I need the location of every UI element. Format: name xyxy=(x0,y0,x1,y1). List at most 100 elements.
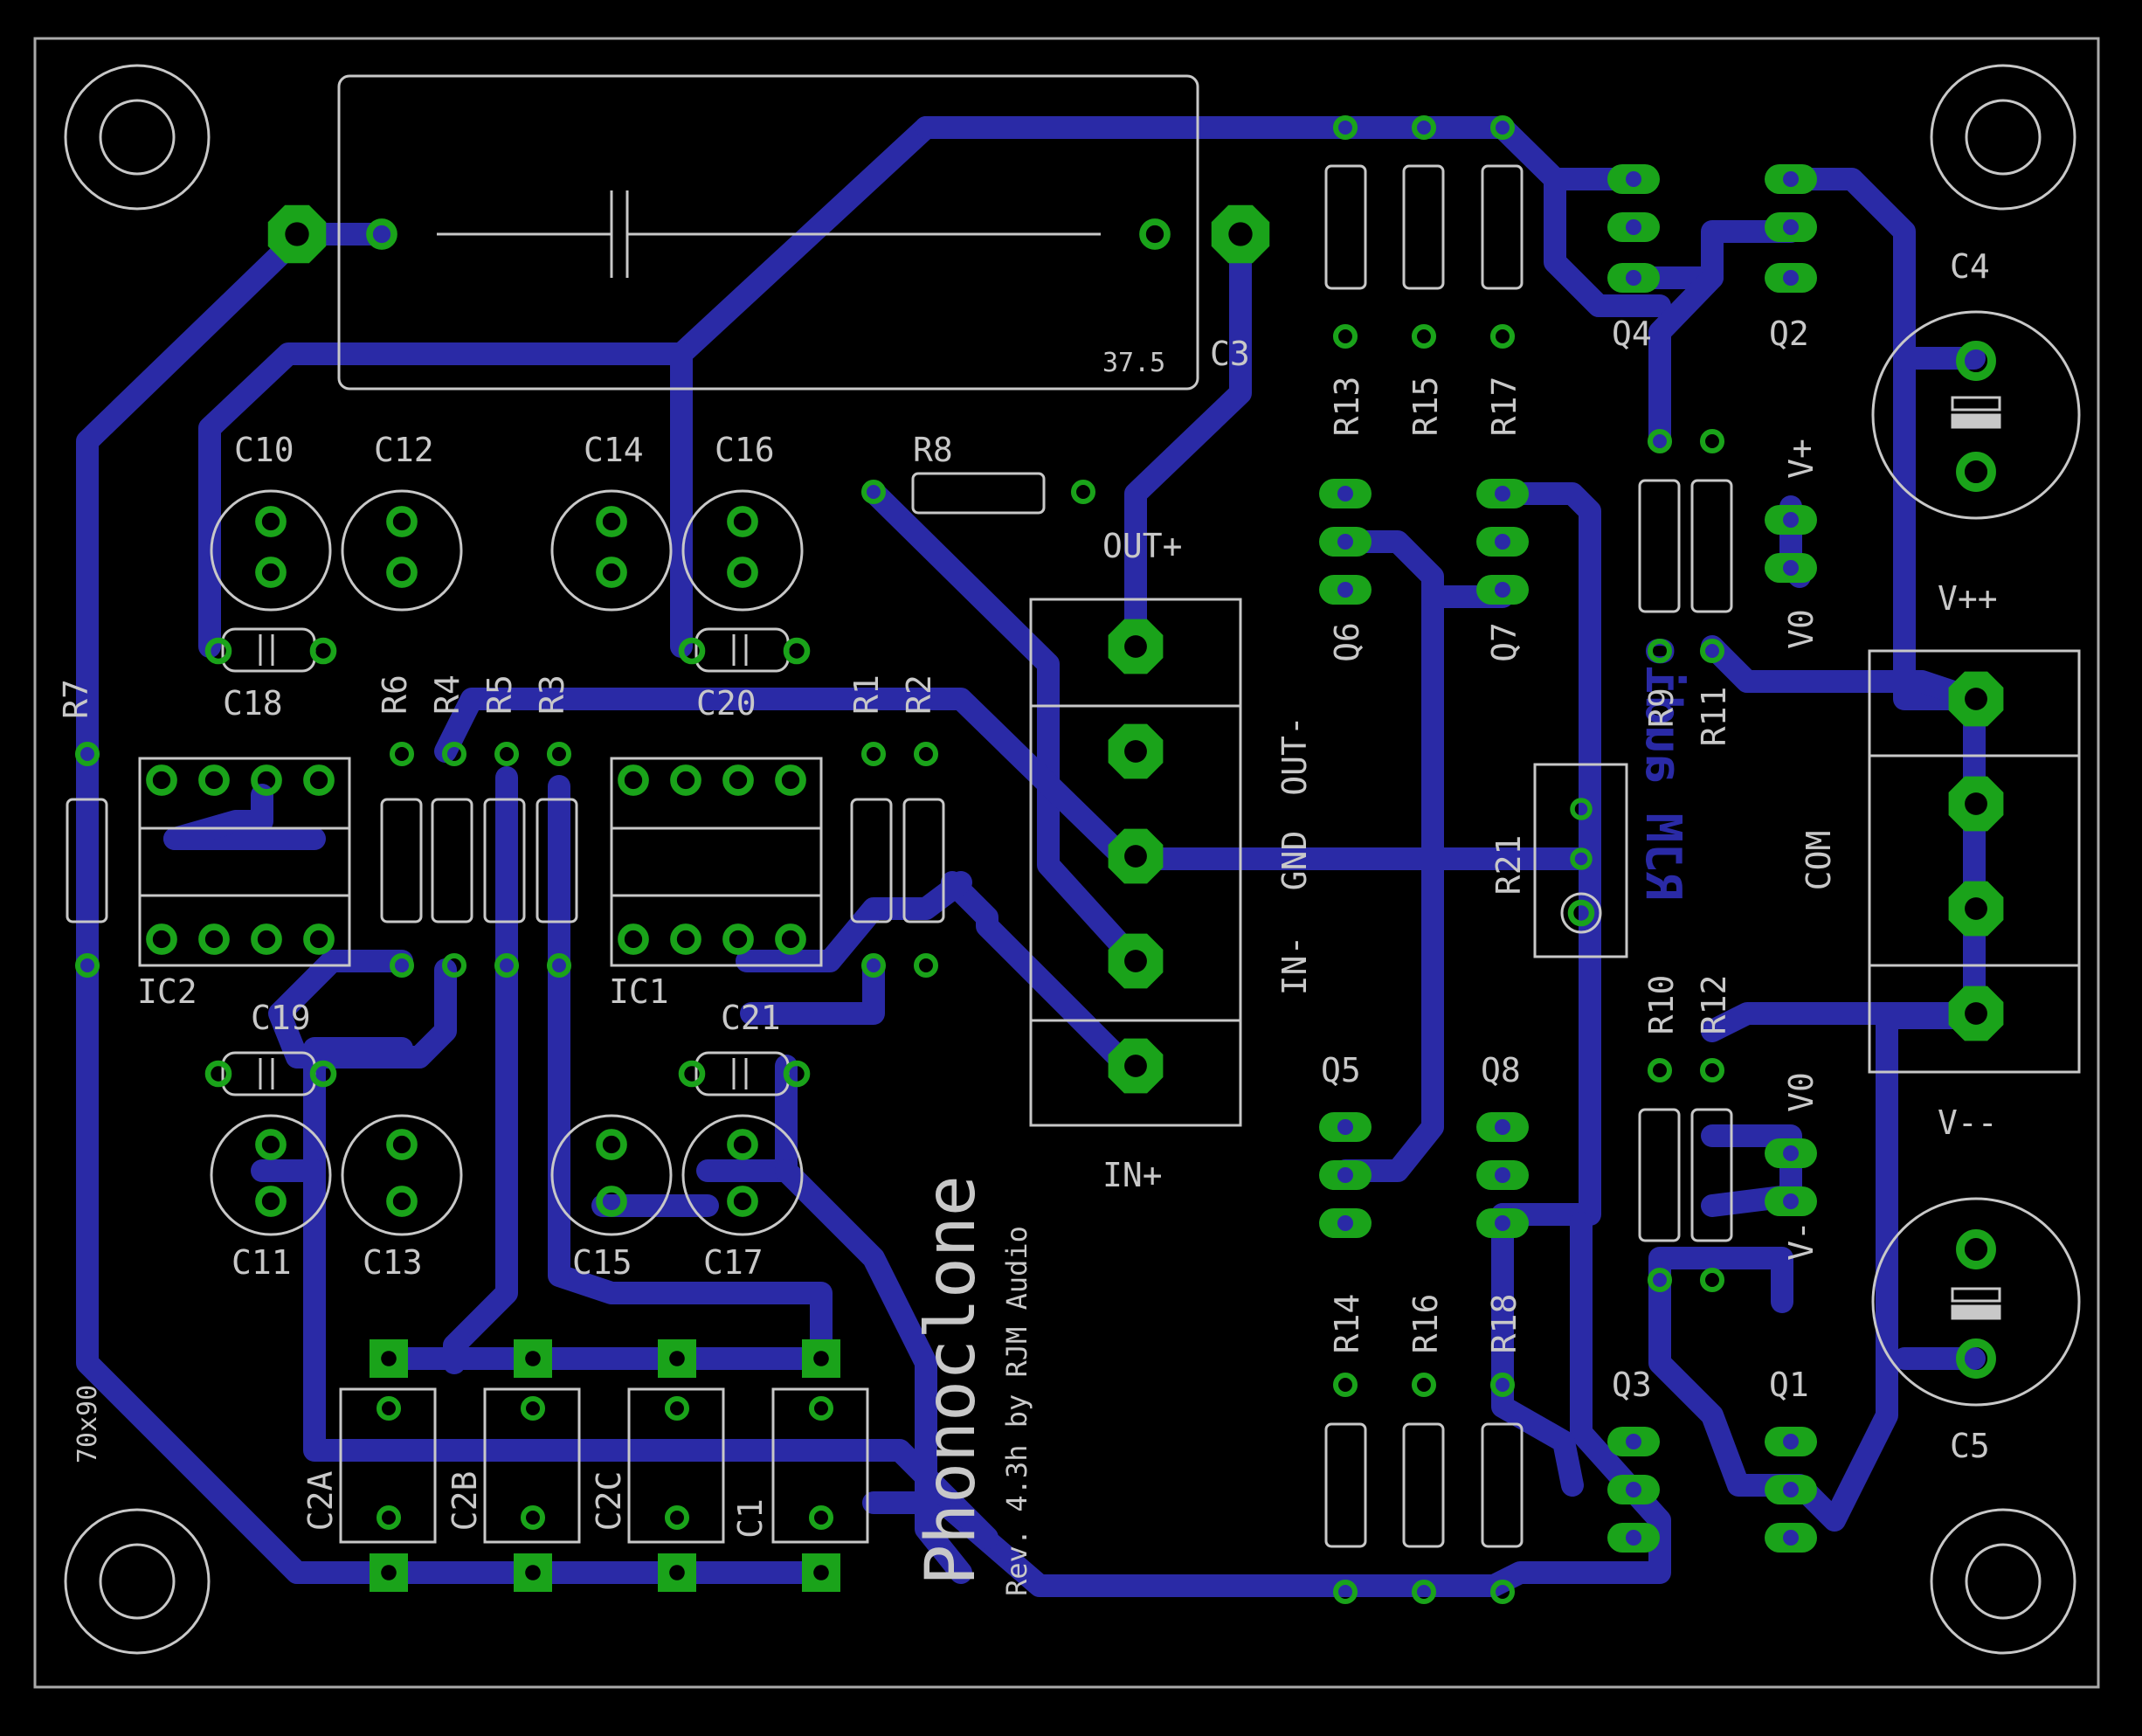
c3-size-label: 37.5 xyxy=(1102,348,1165,378)
c13-label: C13 xyxy=(363,1243,423,1282)
r2-label: R2 xyxy=(900,674,938,715)
r3-label: R3 xyxy=(533,674,571,715)
out-minus-label: OUT- xyxy=(1275,716,1314,796)
r15-label: R15 xyxy=(1406,377,1445,437)
c3-outline xyxy=(337,74,1199,391)
pad xyxy=(386,1129,418,1160)
c13-outline xyxy=(341,1114,463,1236)
v0-bot-label: V0 xyxy=(1782,1072,1821,1112)
r1-label: R1 xyxy=(847,674,886,715)
pad xyxy=(309,637,337,665)
c18-label: C18 xyxy=(223,684,283,723)
pad xyxy=(727,506,758,537)
pad xyxy=(546,741,572,767)
c21-label: C21 xyxy=(721,999,781,1037)
r6-label: R6 xyxy=(376,674,414,715)
pad xyxy=(1647,1057,1673,1083)
pad xyxy=(376,1395,402,1421)
pad xyxy=(618,923,649,955)
board-outline xyxy=(33,37,2100,1689)
pad xyxy=(146,923,177,955)
r9-label: R9 xyxy=(1642,688,1681,728)
pad xyxy=(596,1186,627,1217)
in-minus-label: IN- xyxy=(1275,936,1314,996)
pad xyxy=(546,952,572,979)
ic2-label: IC2 xyxy=(137,972,197,1011)
c15-outline xyxy=(550,1114,673,1236)
power-terminal-outline xyxy=(1868,649,2081,1074)
v-plus-label: V+ xyxy=(1782,439,1821,479)
c11-outline xyxy=(210,1114,332,1236)
pad xyxy=(303,764,335,796)
pad xyxy=(74,741,100,767)
c16-label: C16 xyxy=(715,431,775,469)
pad xyxy=(664,1395,690,1421)
pad xyxy=(860,479,887,505)
mounting-hole xyxy=(1930,1508,2076,1655)
r10-label: R10 xyxy=(1642,975,1681,1035)
pad xyxy=(376,1504,402,1531)
pad xyxy=(389,741,415,767)
q4-label: Q4 xyxy=(1612,315,1652,353)
r21-outline xyxy=(1533,763,1628,958)
r17-label: R17 xyxy=(1485,377,1524,437)
r4-label: R4 xyxy=(428,674,466,715)
q6-label: Q6 xyxy=(1328,622,1366,662)
pad xyxy=(808,1395,834,1421)
silkscreen xyxy=(66,74,2081,1548)
pad xyxy=(670,764,701,796)
r13-label: R13 xyxy=(1328,377,1366,437)
com-label: COM xyxy=(1800,831,1838,891)
pad xyxy=(1332,1372,1358,1398)
c12-label: C12 xyxy=(374,431,434,469)
pad xyxy=(441,741,467,767)
io-terminal-outline xyxy=(1029,598,1242,1127)
v-pp-label: V++ xyxy=(1938,579,1998,618)
c3-label: C3 xyxy=(1210,335,1250,373)
c1-outline xyxy=(771,1387,869,1544)
pad xyxy=(255,557,287,588)
pad xyxy=(251,923,282,955)
pad xyxy=(1332,114,1358,141)
pad xyxy=(1489,1372,1516,1398)
pad xyxy=(1411,114,1437,141)
c1-label: C1 xyxy=(731,1498,770,1539)
pad xyxy=(1647,638,1673,664)
r14-label: R14 xyxy=(1328,1294,1366,1354)
c12-outline xyxy=(341,489,463,612)
board-revision: Rev. 4.3h by RJM Audio xyxy=(1000,1226,1033,1596)
r8-label: R8 xyxy=(913,431,953,469)
copper-text: RJM audio xyxy=(1634,636,1691,901)
pad xyxy=(520,1504,546,1531)
pad xyxy=(386,1186,418,1217)
mounting-holes xyxy=(64,64,2076,1655)
pad xyxy=(596,506,627,537)
pad xyxy=(1699,1057,1725,1083)
pad xyxy=(146,764,177,796)
ic1-outline xyxy=(610,757,823,967)
c2c-outline xyxy=(627,1387,725,1544)
pad xyxy=(722,923,754,955)
pad xyxy=(1489,114,1516,141)
out-plus-label: OUT+ xyxy=(1102,527,1183,565)
c11-label: C11 xyxy=(231,1243,292,1282)
pad xyxy=(722,764,754,796)
pad xyxy=(441,952,467,979)
c17-outline xyxy=(681,1114,804,1236)
c19-label: C19 xyxy=(251,999,311,1037)
pad xyxy=(1956,452,1996,492)
c14-outline xyxy=(550,489,673,612)
ic2-outline xyxy=(138,757,351,967)
mounting-hole xyxy=(64,1508,211,1655)
pads xyxy=(74,114,2004,1605)
pad xyxy=(664,1504,690,1531)
pad xyxy=(1139,218,1171,250)
pad xyxy=(1699,1267,1725,1293)
q5-label: Q5 xyxy=(1321,1051,1361,1089)
pad xyxy=(860,952,887,979)
pad xyxy=(596,1129,627,1160)
r12-label: R12 xyxy=(1695,975,1733,1035)
pad xyxy=(1699,638,1725,664)
pad xyxy=(74,952,100,979)
